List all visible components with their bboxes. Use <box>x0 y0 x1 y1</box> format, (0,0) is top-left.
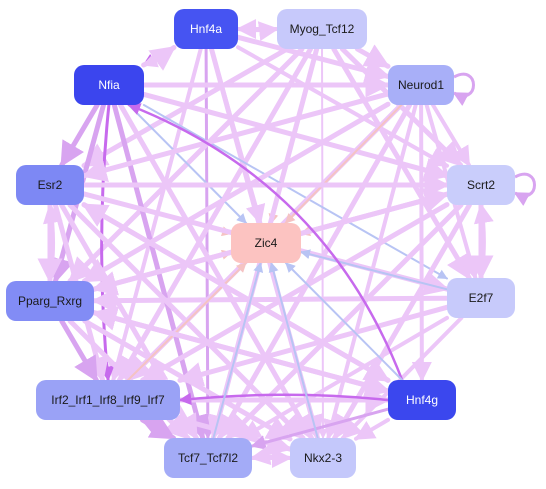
edge-nkx23-to-tcf7 <box>250 445 292 466</box>
node-scrt2[interactable]: Scrt2 <box>447 165 515 205</box>
node-e2f7-label: E2f7 <box>469 291 494 305</box>
node-nfia[interactable]: Nfia <box>74 65 144 105</box>
edge-neurod1-to-tcf7 <box>216 102 413 441</box>
node-hnf4a-label: Hnf4a <box>190 22 222 36</box>
node-hnf4g-label: Hnf4g <box>406 393 438 407</box>
node-pparg-label: Pparg_Rxrg <box>18 294 82 308</box>
node-zic4-label: Zic4 <box>255 236 278 250</box>
edge-hnf4g-to-esr2 <box>81 202 391 383</box>
edge-hnf4g-to-nkx23 <box>354 417 390 441</box>
edge-hnf4a-to-myog <box>236 21 279 42</box>
edge-hnf4g-to-irf <box>178 392 390 406</box>
edge-e2f7-to-scrt2 <box>473 203 494 280</box>
node-irf[interactable]: Irf2_Irf1_Irf8_Irf9_Irf7 <box>36 380 180 420</box>
edge-myog-to-irf <box>117 46 313 383</box>
node-nkx23-label: Nkx2-3 <box>304 451 342 465</box>
node-nkx23-box <box>290 438 356 478</box>
node-pparg-box <box>6 281 94 321</box>
node-e2f7[interactable]: E2f7 <box>447 278 515 318</box>
node-neurod1[interactable]: Neurod1 <box>388 65 454 105</box>
edge-hnf4g-to-nfia <box>127 103 404 382</box>
edge-irf-to-zic4 <box>127 262 247 381</box>
node-scrt2-label: Scrt2 <box>467 178 495 192</box>
node-hnf4a-box <box>174 9 238 49</box>
edge-tcf7-to-zic4 <box>212 262 264 439</box>
edge-tcf7-to-irf <box>140 418 176 440</box>
edge-hnf4g-to-pparg <box>91 306 391 394</box>
edge-hnf4a-to-tcf7 <box>200 47 216 440</box>
node-irf-box <box>36 380 180 420</box>
edge-hnf4g-to-zic4 <box>284 262 404 381</box>
edge-layer <box>37 19 536 468</box>
edge-e2f7-to-zic4 <box>300 249 448 291</box>
node-zic4[interactable]: Zic4 <box>231 223 301 263</box>
edge-hnf4a-to-nfia <box>142 46 176 68</box>
node-scrt2-box <box>447 165 515 205</box>
edge-pparg-to-nkx23 <box>82 318 293 442</box>
edge-myog-to-neurod1 <box>354 44 391 69</box>
node-pparg[interactable]: Pparg_Rxrg <box>6 281 94 321</box>
node-esr2-box <box>16 165 84 205</box>
node-e2f7-box <box>447 278 515 318</box>
edge-e2f7-to-irf <box>177 304 450 387</box>
node-hnf4g[interactable]: Hnf4g <box>388 380 456 420</box>
edge-nkx23-to-zic4 <box>268 262 319 439</box>
edge-nfia-to-zic4 <box>127 104 248 224</box>
edge-pparg-to-esr2 <box>42 203 63 283</box>
edge-pparg-to-irf <box>59 318 99 383</box>
self-loop-scrt2 <box>513 172 536 206</box>
self-loop-neurod1 <box>452 72 475 106</box>
node-myog-label: Myog_Tcf12 <box>290 22 355 36</box>
node-tcf7[interactable]: Tcf7_Tcf7l2 <box>164 438 252 478</box>
node-tcf7-label: Tcf7_Tcf7l2 <box>178 451 238 465</box>
node-tcf7-box <box>164 438 252 478</box>
edge-nfia-to-scrt2 <box>141 91 450 183</box>
edge-scrt2-to-irf <box>140 202 450 383</box>
edge-neurod1-to-zic4 <box>284 104 403 224</box>
edge-nfia-to-irf <box>99 103 115 382</box>
edge-nfia-to-esr2 <box>59 102 100 168</box>
edge-irf-to-nkx23 <box>177 416 293 456</box>
node-hnf4a[interactable]: Hnf4a <box>174 9 238 49</box>
node-esr2-label: Esr2 <box>38 178 63 192</box>
edge-hnf4g-to-tcf7 <box>250 407 390 450</box>
node-nfia-label: Nfia <box>98 78 120 92</box>
edge-e2f7-to-pparg <box>91 288 450 314</box>
edge-neurod1-to-scrt2 <box>431 103 471 167</box>
node-zic4-box <box>231 223 301 263</box>
node-nfia-box <box>74 65 144 105</box>
node-esr2[interactable]: Esr2 <box>16 165 84 205</box>
node-myog[interactable]: Myog_Tcf12 <box>277 9 367 49</box>
node-nkx23[interactable]: Nkx2-3 <box>290 438 356 478</box>
node-irf-label: Irf2_Irf1_Irf8_Irf9_Irf7 <box>51 393 165 407</box>
node-neurod1-box <box>388 65 454 105</box>
node-neurod1-label: Neurod1 <box>398 78 444 92</box>
node-myog-box <box>277 9 367 49</box>
edge-neurod1-to-esr2 <box>81 91 391 183</box>
node-hnf4g-box <box>388 380 456 420</box>
